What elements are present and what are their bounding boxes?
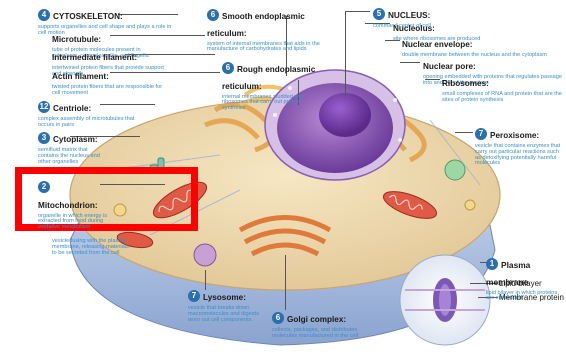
badge-number: 3	[38, 132, 50, 144]
nucleolus-shape	[319, 93, 371, 137]
label-vesicle: vesicle fusing with the plasma membrane,…	[52, 238, 132, 257]
label-lipid-bilayer: Lipid bilayer	[499, 280, 542, 288]
badge-number: 2	[38, 181, 50, 193]
badge-number: 7	[188, 290, 200, 302]
membrane-protein-shape	[433, 278, 457, 322]
label-membrane-protein: Membrane protein	[499, 294, 564, 302]
label-nuclear-envelope: Nuclear envelope: double membrane betwee…	[402, 35, 564, 59]
badge-number: 6	[222, 62, 234, 74]
label-mitochondrion: 2Mitochondrion: organelle in which energ…	[38, 179, 108, 231]
badge-number: 6	[207, 9, 219, 21]
label-ribosomes: Ribosomes: small complexes of RNA and pr…	[442, 74, 564, 104]
lysosome-shape	[194, 244, 216, 266]
badge-number: 6	[272, 312, 284, 324]
badge-number: 4	[38, 9, 50, 21]
label-actin-filament: Actin filament: twisted protein fibers t…	[52, 67, 167, 97]
badge-number: 7	[475, 128, 487, 140]
peroxisome-shape	[445, 160, 465, 180]
badge-number: 12	[38, 101, 50, 113]
badge-number: 5	[373, 8, 385, 20]
badge-number: 1	[486, 258, 498, 270]
